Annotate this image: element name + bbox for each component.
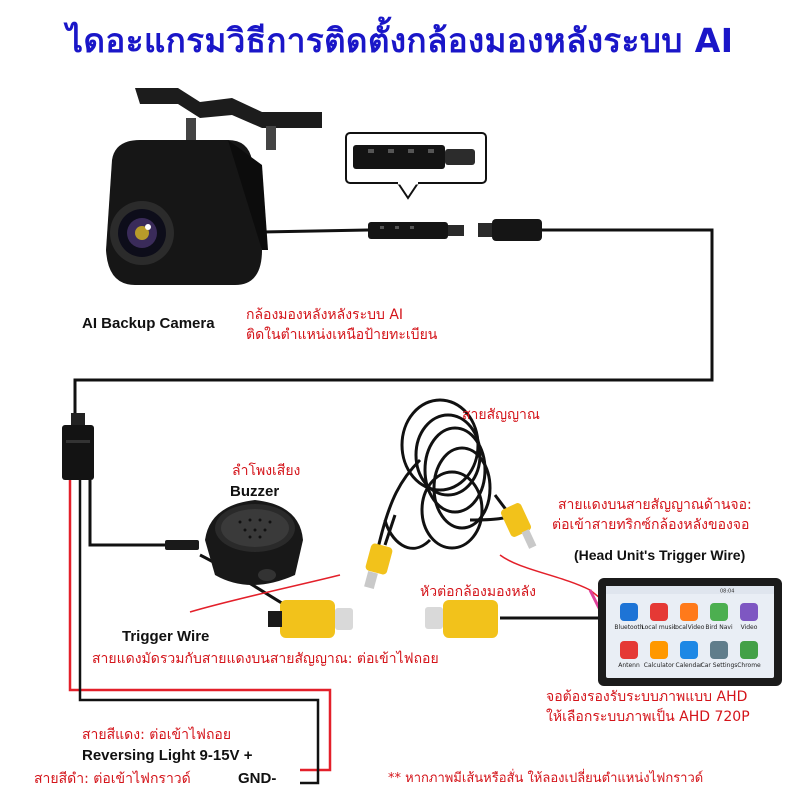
buzzer-label-en: Buzzer <box>230 483 280 500</box>
extension-cable <box>73 228 714 418</box>
camera-label-th-2: ติดในตำแหน่งเหนือป้ายทะเบียน <box>246 327 438 343</box>
backup-camera <box>106 88 322 285</box>
app-icon-label: Car Settings <box>701 662 738 669</box>
ground-note: ** หากภาพมีเส้นหรือสั่น ให้ลองเปลี่ยนตำแ… <box>388 771 704 786</box>
head-unit-label-th-1: จอต้องรองรับระบบภาพแบบ AHD <box>546 689 748 705</box>
reversing-black-label-en: GND- <box>238 770 277 787</box>
page-title: ไดอะแกรมวิธีการติดตั้งกล้องมองหลังระบบ A… <box>66 21 734 60</box>
buzzer-cable <box>88 480 190 547</box>
app-icon-tile[interactable] <box>740 641 758 659</box>
app-icon-label: Antenn <box>618 662 640 669</box>
app-icon-tile[interactable] <box>680 603 698 621</box>
head-trigger-label-en: (Head Unit's Trigger Wire) <box>574 547 746 563</box>
trigger-wire-label-th: สายแดงมัดรวมกับสายแดงบนสายสัญญาณ: ต่อเข้… <box>92 651 439 667</box>
app-icon-tile[interactable] <box>620 641 638 659</box>
app-icon-tile[interactable] <box>650 603 668 621</box>
rca-female-right <box>425 600 498 638</box>
reversing-red-label-en: Reversing Light 9-15V + <box>82 747 253 764</box>
reversing-red-label-th: สายสีแดง: ต่อเข้าไฟถอย <box>82 727 232 743</box>
app-icon-label: Calculator <box>644 662 675 669</box>
status-time: 08:04 <box>720 589 734 595</box>
app-icon[interactable]: Calendar <box>676 641 704 669</box>
app-icon-label: Bluetooth <box>614 624 643 631</box>
app-icon[interactable]: Car Settings <box>701 641 738 669</box>
head-trigger-label-th-2: ต่อเข้าสายทริกซ์กล้องหลังของจอ <box>552 517 750 533</box>
app-icon[interactable]: Bird Navi <box>705 603 733 631</box>
app-icon[interactable]: localVideo <box>674 603 705 631</box>
signal-cable-label: สายสัญญาณ <box>462 407 540 423</box>
app-icon-label: localVideo <box>674 624 705 631</box>
rca-plug-coil-right <box>493 494 537 549</box>
rca-plug-coil-left <box>364 514 397 590</box>
camera-cable <box>261 228 369 234</box>
ground-wire-black <box>78 480 320 785</box>
app-icon-tile[interactable] <box>680 641 698 659</box>
rca-female-left <box>268 600 353 638</box>
trigger-wire-label-en: Trigger Wire <box>122 628 210 645</box>
app-icon[interactable]: Video <box>740 603 758 631</box>
camera-connector-label: หัวต่อกล้องมองหลัง <box>420 584 537 600</box>
app-icon-label: Bird Navi <box>705 624 733 631</box>
app-icon-label: Local music <box>641 624 676 631</box>
app-icon-tile[interactable] <box>620 603 638 621</box>
app-icon-label: Video <box>741 624 758 631</box>
app-icon-label: Chrome <box>737 662 761 669</box>
extension-connector-female <box>478 219 542 241</box>
head-unit-trigger-red <box>499 554 601 599</box>
head-trigger-label-th-1: สายแดงบนสายสัญญาณด้านจอ: <box>558 497 752 513</box>
app-icon[interactable]: Antenn <box>618 641 640 669</box>
buzzer-label-th: ลำโพงเสียง <box>232 463 301 479</box>
connector-callout <box>345 132 487 200</box>
app-icon[interactable]: Bluetooth <box>614 603 644 631</box>
app-icon[interactable]: Local music <box>641 603 677 631</box>
buzzer-device <box>165 500 303 585</box>
head-unit-label-th-2: ให้เลือกระบบภาพเป็น AHD 720P <box>546 709 750 725</box>
app-icon-tile[interactable] <box>710 603 728 621</box>
reversing-black-label-th: สายสีดำ: ต่อเข้าไฟกราวด์ <box>34 771 191 787</box>
camera-label-en: AI Backup Camera <box>82 315 215 332</box>
trigger-red-thin <box>189 574 341 613</box>
camera-connector-male <box>368 222 464 239</box>
app-icon-tile[interactable] <box>740 603 758 621</box>
app-icon-tile[interactable] <box>650 641 668 659</box>
app-icon-tile[interactable] <box>710 641 728 659</box>
camera-label-th-1: กล้องมองหลังหลังระบบ AI <box>246 307 404 323</box>
app-icon[interactable]: Chrome <box>737 641 761 669</box>
app-icon[interactable]: Calculator <box>644 641 675 669</box>
trigger-junction-connector <box>62 413 94 480</box>
app-icon-label: Calendar <box>676 662 704 669</box>
trigger-wire-red <box>68 480 332 772</box>
